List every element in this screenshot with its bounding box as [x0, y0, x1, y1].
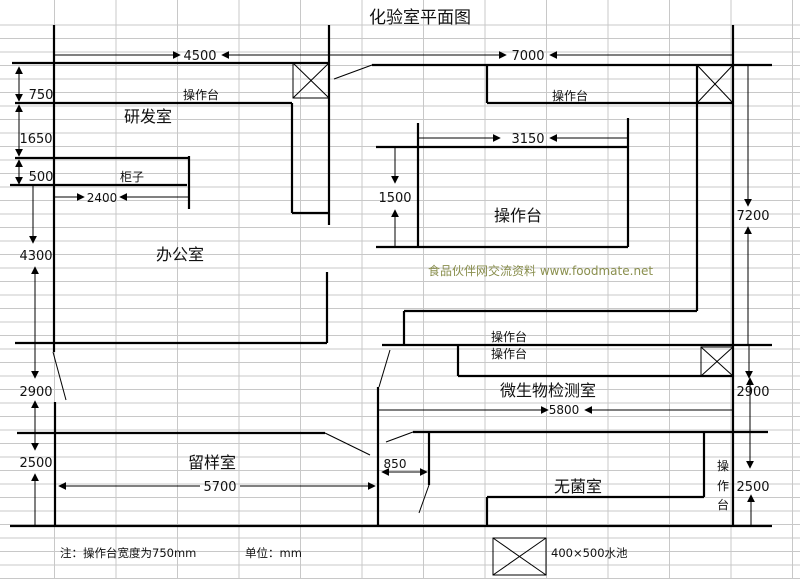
dim-1500: 1500 — [378, 191, 411, 206]
room-office: 办公室 — [156, 245, 204, 264]
bench-label-vertical: 作 — [717, 479, 729, 493]
sink-icon — [292, 62, 330, 99]
dim-850: 850 — [384, 457, 407, 471]
room-sterile: 无菌室 — [554, 477, 602, 496]
dim-5800: 5800 — [549, 403, 580, 417]
dim-4300: 4300 — [19, 249, 52, 264]
room-sample: 留样室 — [188, 453, 236, 472]
note-bench-width: 注：操作台宽度为750mm — [60, 546, 196, 560]
sink-icon — [700, 346, 734, 377]
walls — [10, 25, 772, 528]
sink-icon — [696, 64, 734, 104]
dim-1650: 1650 — [19, 132, 52, 147]
note-unit: 单位：mm — [245, 546, 302, 560]
dimension-lines — [15, 51, 755, 526]
dim-750: 750 — [29, 88, 54, 103]
bench-label: 操作台 — [491, 346, 527, 361]
bench-label-vertical: 操 — [717, 458, 729, 473]
cabinet-label: 柜子 — [120, 170, 144, 184]
bench-label: 操作台 — [491, 329, 527, 344]
bench-label: 操作台 — [552, 88, 588, 103]
dim-2900-right: 2900 — [736, 385, 769, 400]
bench-label: 操作台 — [494, 206, 542, 225]
dim-2500-left: 2500 — [19, 456, 52, 471]
dim-2500-right: 2500 — [736, 480, 769, 495]
dim-500: 500 — [29, 170, 54, 185]
page-title: 化验室平面图 — [369, 8, 471, 28]
sink-legend-icon — [492, 537, 547, 576]
dim-5700: 5700 — [203, 480, 236, 495]
bench-label-vertical: 台 — [717, 497, 729, 512]
dim-2400: 2400 — [87, 191, 118, 205]
benches — [10, 65, 733, 526]
sink-legend-label: 400×500水池 — [551, 546, 628, 560]
room-micro: 微生物检测室 — [500, 381, 596, 400]
bench-label: 操作台 — [183, 87, 219, 102]
dim-2900-left: 2900 — [19, 385, 52, 400]
dim-4500: 4500 — [183, 49, 216, 64]
watermark: 食品伙伴网交流资料 www.foodmate.net — [428, 263, 653, 278]
dim-3150: 3150 — [511, 132, 544, 147]
room-rnd: 研发室 — [124, 107, 172, 126]
dim-7200: 7200 — [736, 209, 769, 224]
dim-7000: 7000 — [511, 49, 544, 64]
